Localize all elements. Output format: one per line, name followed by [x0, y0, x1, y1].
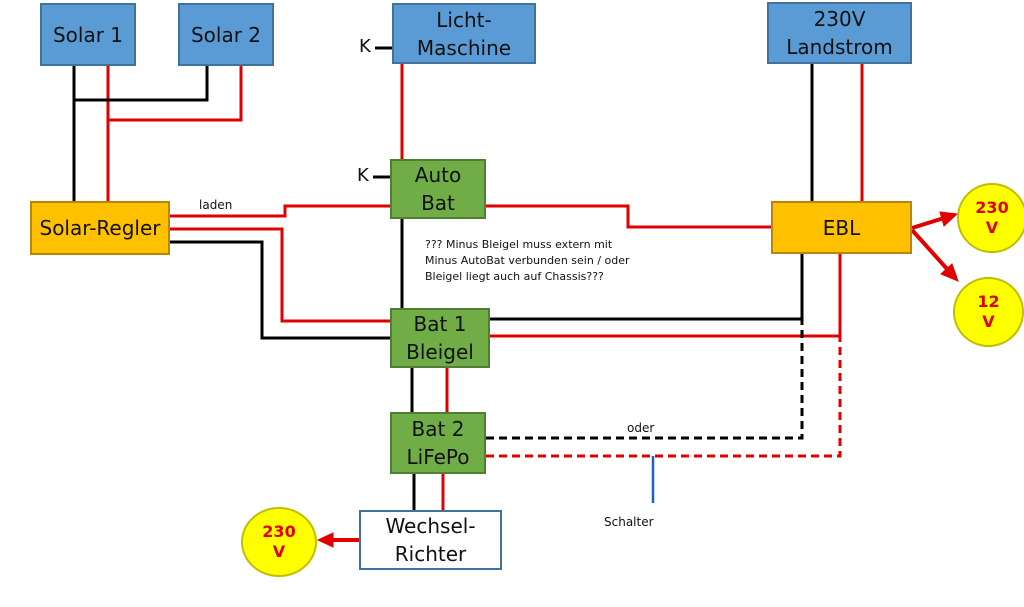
node-bat1-line2: Bleigel: [406, 340, 474, 364]
node-autobat-line1: Auto: [414, 163, 462, 187]
node-solar1: Solar 1: [40, 3, 136, 66]
note-line3: Bleigel liegt auch auf Chassis???: [425, 270, 604, 283]
arrowhead-ebl-230: [939, 211, 959, 227]
output-wr-230v-line2: V: [272, 542, 286, 561]
arrow-ebl-12: [910, 228, 950, 272]
label-k-lichtmaschine: K: [359, 36, 371, 57]
node-solar-regler: Solar-Regler: [30, 201, 170, 255]
node-landstrom-line2: Landstrom: [786, 35, 893, 59]
node-solar2-label: Solar 2: [190, 22, 262, 47]
output-ebl-230v-line1: 230: [975, 198, 1009, 217]
node-bat2: Bat 2 LiFePo: [390, 412, 486, 474]
node-landstrom-line1: 230V: [813, 7, 866, 31]
output-ebl-12v-line1: 12: [977, 292, 1000, 311]
node-wechselrichter: Wechsel- Richter: [359, 510, 502, 570]
node-bat2-line1: Bat 2: [411, 417, 465, 441]
node-bat1-line1: Bat 1: [413, 312, 467, 336]
note-question: ??? Minus Bleigel muss extern mit Minus …: [425, 237, 630, 285]
wire-autobat-ebl: [486, 204, 771, 229]
label-k-autobat: K: [357, 165, 369, 186]
wire-bat2-ebl-negative-dashed: [486, 319, 804, 440]
node-bat1: Bat 1 Bleigel: [390, 308, 490, 368]
node-lichtmaschine-line2: Maschine: [416, 35, 512, 60]
output-ebl-230v-line2: V: [985, 218, 999, 237]
wire-regler-bat1-positive: [170, 227, 390, 323]
label-schalter: Schalter: [604, 515, 654, 529]
node-ebl-label: EBL: [822, 215, 861, 240]
node-ebl: EBL: [771, 201, 912, 254]
label-laden: laden: [199, 198, 233, 212]
wire-laden: [170, 204, 390, 218]
node-wechselrichter-line2: Richter: [394, 542, 467, 566]
node-landstrom: 230V Landstrom: [767, 2, 912, 64]
wire-solar2-negative: [74, 66, 209, 102]
output-ebl-12v: 12 V: [953, 277, 1024, 347]
node-lichtmaschine: Licht- Maschine: [392, 3, 536, 64]
node-lichtmaschine-line1: Licht-: [436, 7, 492, 32]
output-ebl-230v: 230 V: [957, 183, 1024, 253]
arrowhead-wr-230: [316, 532, 334, 548]
wire-regler-bat1-negative: [170, 240, 390, 340]
node-solar2: Solar 2: [178, 3, 274, 66]
note-line2: Minus AutoBat verbunden sein / oder: [425, 254, 630, 267]
node-autobat-line2: Bat: [421, 191, 455, 215]
arrow-ebl-230: [911, 216, 945, 230]
note-line1: ??? Minus Bleigel muss extern mit: [425, 238, 613, 251]
output-wr-230v: 230 V: [241, 507, 317, 577]
arrowhead-ebl-12: [940, 263, 959, 282]
node-bat2-line2: LiFePo: [406, 445, 470, 469]
output-ebl-12v-line2: V: [982, 312, 995, 331]
node-solar1-label: Solar 1: [52, 22, 124, 47]
node-wechselrichter-line1: Wechsel-: [385, 514, 476, 538]
wire-bat2-ebl-positive-dashed: [486, 336, 842, 458]
wire-solar2-positive: [108, 66, 243, 122]
node-solar-regler-label: Solar-Regler: [39, 216, 161, 240]
node-autobat: Auto Bat: [390, 159, 486, 219]
output-wr-230v-line1: 230: [262, 522, 296, 541]
label-oder: oder: [627, 421, 655, 435]
